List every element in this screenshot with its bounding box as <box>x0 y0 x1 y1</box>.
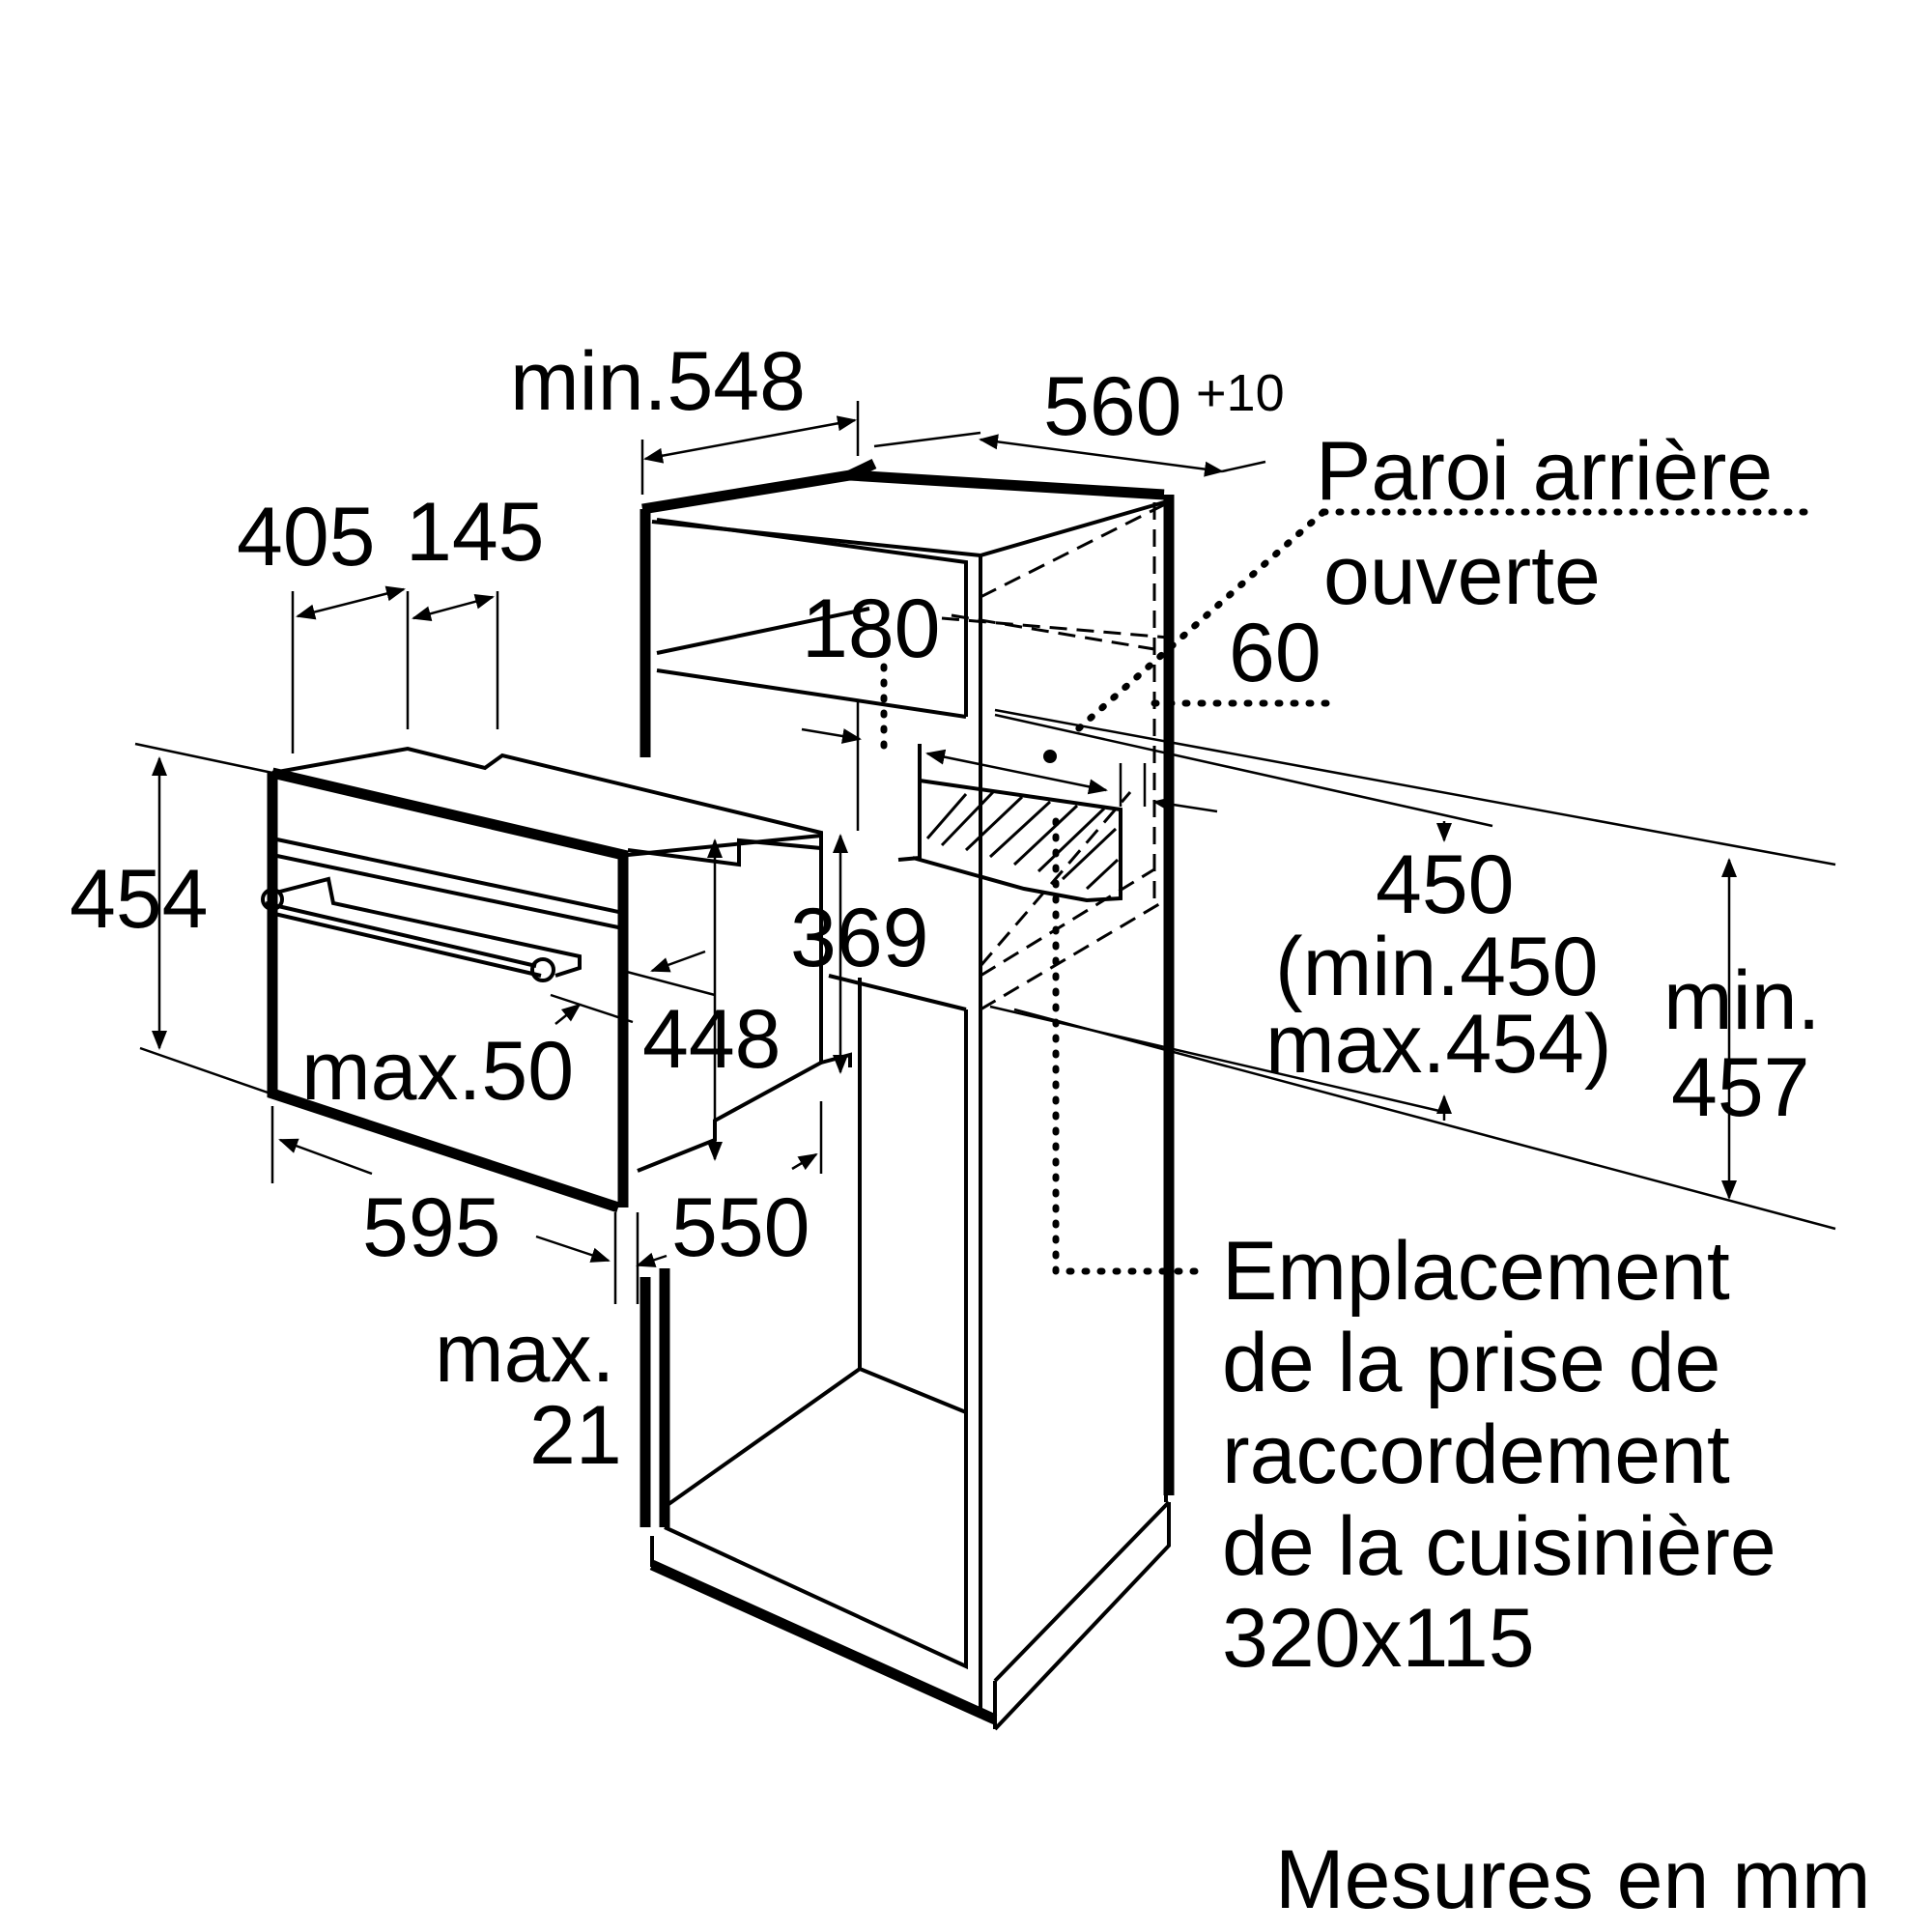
label-595: 595 <box>362 1181 501 1274</box>
label-405: 405 <box>237 491 376 583</box>
label-145: 145 <box>406 486 545 579</box>
label-max-21-line2: 21 <box>529 1389 622 1482</box>
label-60: 60 <box>1229 607 1321 699</box>
label-socket-line2: de la prise de <box>1222 1317 1720 1409</box>
label-socket-line3: raccordement <box>1222 1408 1730 1501</box>
label-454: 454 <box>70 853 209 946</box>
label-450: 450 <box>1376 838 1515 931</box>
dimension-labels: min.548 560 +10 Paroi arrière ouverte 40… <box>70 335 1871 1926</box>
label-max-50: max.50 <box>301 1025 574 1118</box>
label-448: 448 <box>642 993 781 1086</box>
label-450-min: (min.450 <box>1275 921 1599 1013</box>
label-min-457-line1: min. <box>1663 954 1820 1047</box>
label-min-548: min.548 <box>510 335 806 428</box>
label-min-457-line2: 457 <box>1671 1041 1810 1134</box>
label-socket-line4: de la cuisinière <box>1222 1500 1776 1593</box>
label-560: 560 <box>1043 360 1182 453</box>
dotted-leaders <box>880 508 1820 1275</box>
label-450-max: max.454) <box>1265 998 1612 1091</box>
label-max-21-line1: max. <box>435 1307 614 1400</box>
label-180: 180 <box>802 582 941 675</box>
label-ouverte: ouverte <box>1323 529 1601 622</box>
label-paroi-arriere: Paroi arrière <box>1316 425 1773 518</box>
label-units: Mesures en mm <box>1275 1833 1871 1926</box>
label-socket-line5: 320x115 <box>1222 1592 1535 1685</box>
oven-drawing <box>261 746 852 1213</box>
label-369: 369 <box>790 892 929 984</box>
cabinet-drawing <box>639 459 1175 1731</box>
dimension-lines <box>134 401 1836 1304</box>
label-550: 550 <box>671 1181 810 1274</box>
label-560-tolerance: +10 <box>1196 364 1285 422</box>
label-socket-line1: Emplacement <box>1222 1225 1730 1318</box>
